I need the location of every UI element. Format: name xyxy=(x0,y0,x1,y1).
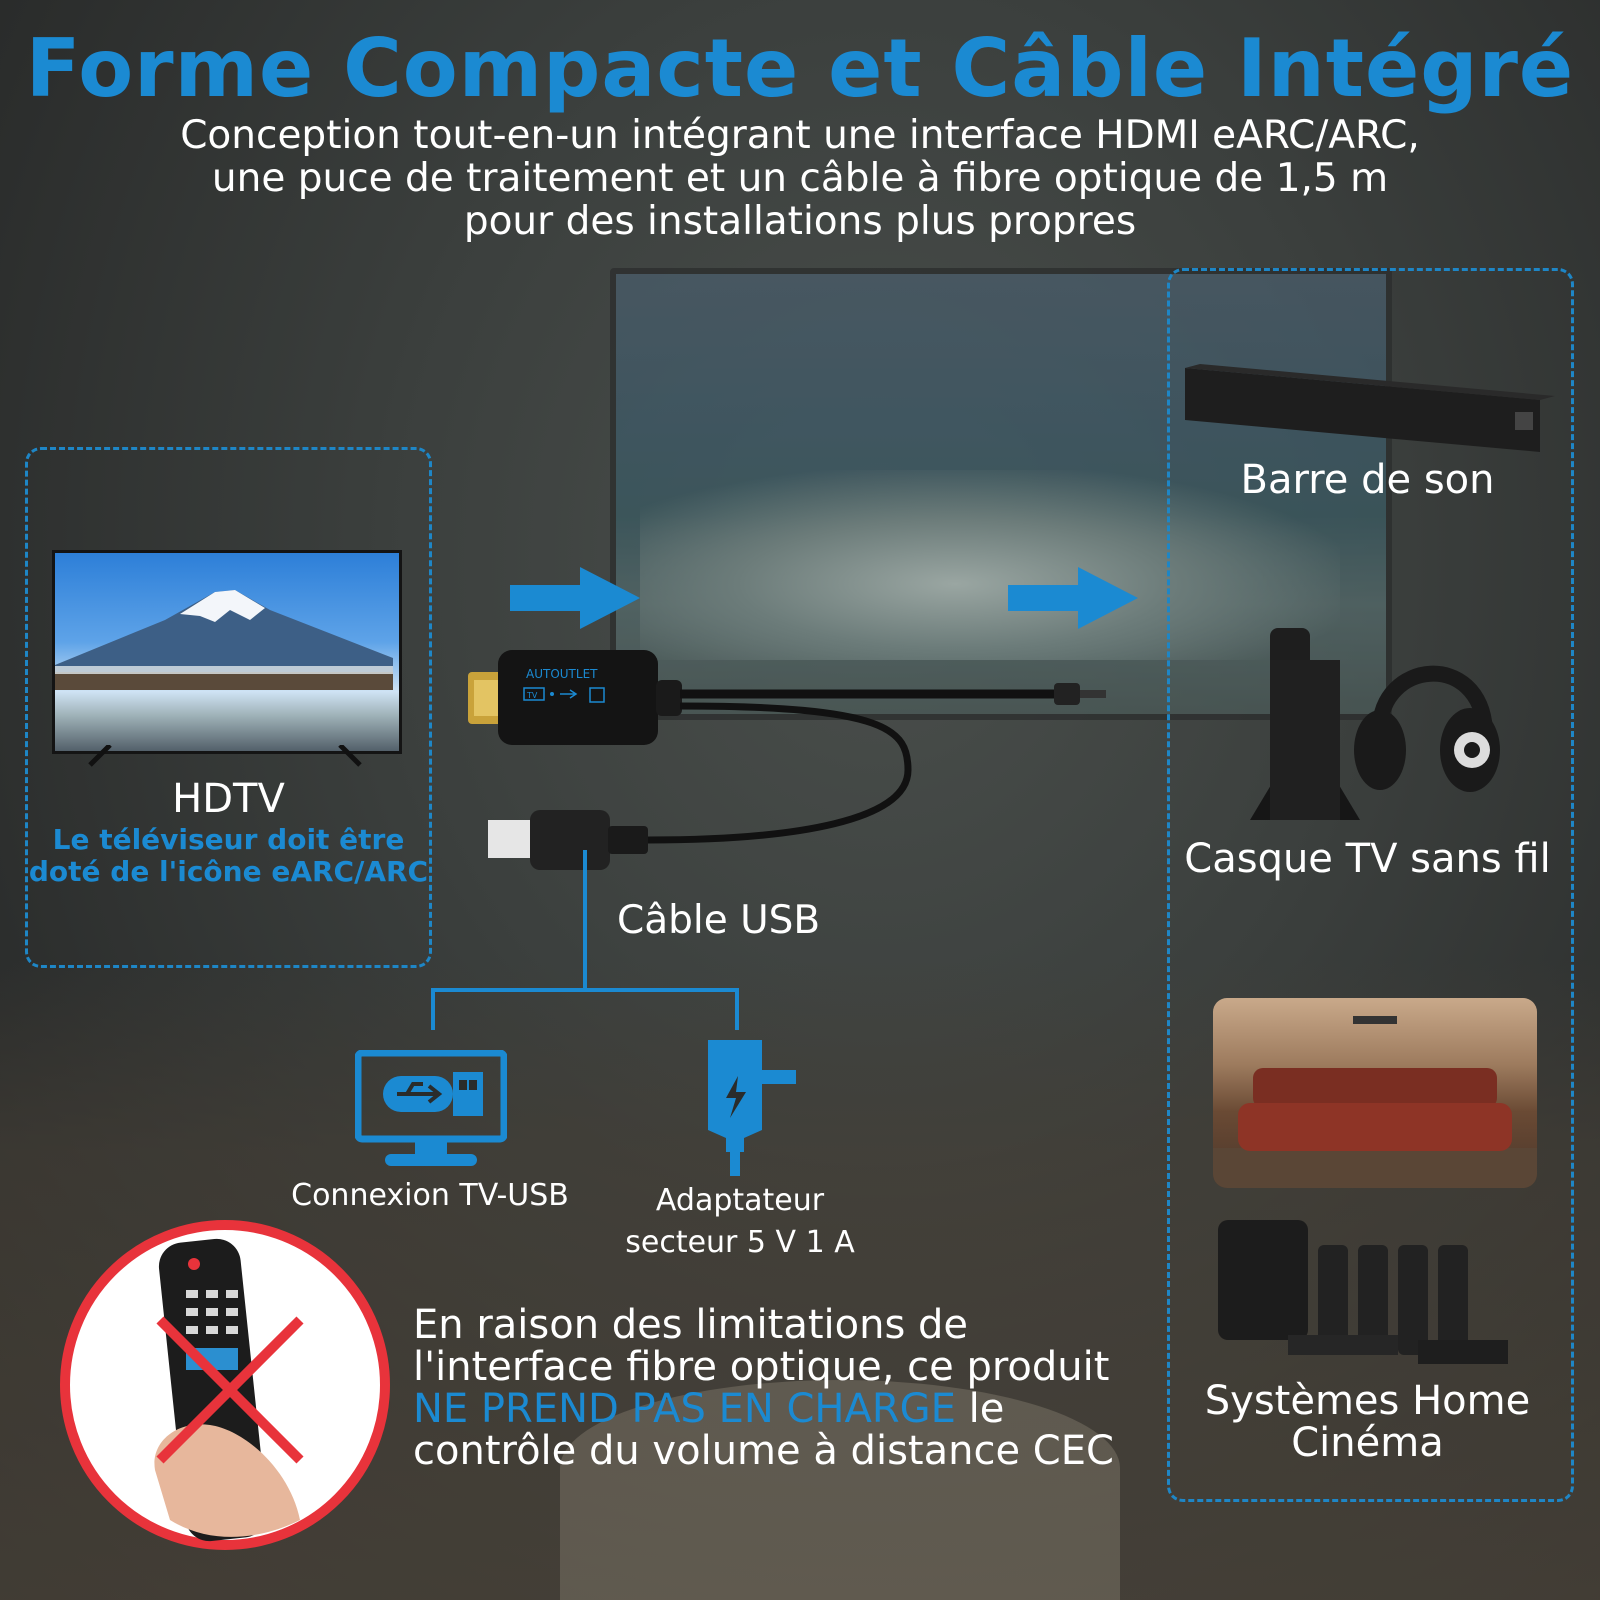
prohibited-icon xyxy=(60,1220,390,1550)
cec-note-text: le contrôle du volume à distance CEC xyxy=(413,1386,1114,1474)
power-connection-lines xyxy=(431,850,739,1030)
hdtv-requirement-note: Le téléviseur doit être doté de l'icône … xyxy=(28,823,429,888)
monitor-icon xyxy=(355,1050,507,1166)
home-cinema-room-image xyxy=(1213,998,1537,1188)
hdtv-label: HDTV xyxy=(172,776,285,822)
page-title: Forme Compacte et Câble Intégré xyxy=(25,22,1575,115)
home-cinema-label-line: Systèmes Home xyxy=(1204,1378,1531,1424)
right-arrow-icon xyxy=(1008,567,1138,629)
subtitle-line: Conception tout-en-un intégrant une inte… xyxy=(180,113,1420,158)
mountain-image xyxy=(55,590,393,690)
power-plug-icon xyxy=(708,1040,796,1176)
background-wave xyxy=(640,470,1340,660)
adapter-port-tv: TV xyxy=(526,691,538,700)
home-cinema-speakers-image xyxy=(1218,1220,1508,1364)
soundbar-image xyxy=(1185,364,1555,452)
cinema-seats xyxy=(1213,1016,1537,1188)
wireless-headphones-image xyxy=(1250,628,1500,820)
outputs-box xyxy=(1167,268,1574,1502)
tv-stand xyxy=(88,745,362,767)
right-arrow-icon xyxy=(510,567,640,629)
lightning-icon xyxy=(726,1076,746,1118)
cec-note-text: En raison des limitations de l'interface… xyxy=(413,1302,1110,1390)
subtitle-line: une puce de traitement et un câble à fib… xyxy=(211,156,1389,201)
headphones-label: Casque TV sans fil xyxy=(1184,836,1551,882)
adapter-brand: AUTOUTLET xyxy=(526,667,598,681)
home-cinema-label-line: Cinéma xyxy=(1291,1420,1444,1466)
power-adapter-label: Adaptateur secteur 5 V 1 A xyxy=(625,1183,855,1260)
tv-usb-connection-label: Connexion TV-USB xyxy=(291,1178,569,1213)
soundbar-label: Barre de son xyxy=(1240,457,1495,503)
usb-icon xyxy=(383,1072,483,1116)
home-cinema-label: Systèmes Home Cinéma xyxy=(1167,1380,1568,1464)
source-box xyxy=(25,447,432,968)
cec-note-highlight: NE PREND PAS EN CHARGE xyxy=(413,1386,956,1432)
usb-cable-label: Câble USB xyxy=(617,898,821,943)
cec-limitation-note: En raison des limitations de l'interface… xyxy=(413,1304,1173,1472)
background-table xyxy=(560,1380,1120,1600)
page-subtitle: Conception tout-en-un intégrant une inte… xyxy=(100,114,1500,243)
subtitle-line: pour des installations plus propres xyxy=(463,199,1137,244)
hdmi-optical-adapter: AUTOUTLET TV xyxy=(468,650,1106,870)
